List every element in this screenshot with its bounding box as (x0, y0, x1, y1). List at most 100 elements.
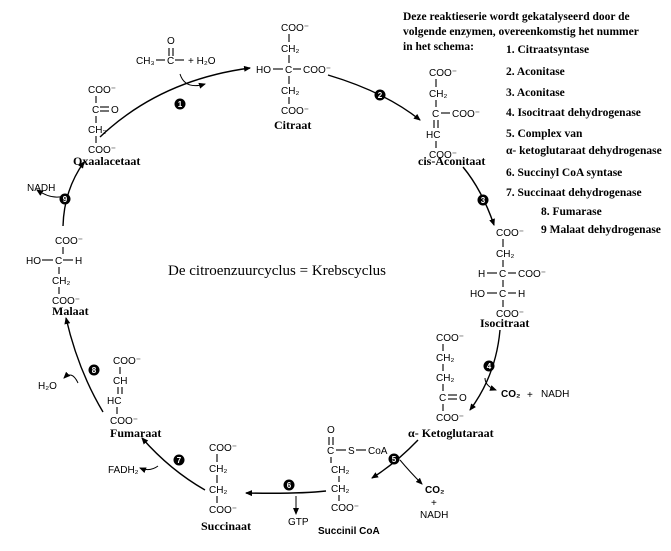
step-badge-6 (283, 479, 295, 491)
group-ch2: CH₂ (209, 485, 227, 496)
atom-h: H (478, 269, 485, 280)
step-badge-3 (477, 194, 489, 206)
step-badge-2 (374, 89, 386, 101)
legend-enzyme-5: 5. Complex van (506, 128, 583, 140)
cofactor-nadh-5: NADH (420, 510, 448, 521)
group-coo: COO⁻ (52, 296, 80, 307)
enzyme-legend: Deze reaktieserie wordt gekatalyseerd do… (403, 11, 662, 236)
group-coo: COO⁻ (281, 106, 309, 117)
cofactor-gtp-6: GTP (288, 517, 309, 528)
atom-c: C (285, 65, 292, 76)
group-hc: HC (426, 130, 440, 141)
diagram-title: De citroenzuurcyclus = Krebscyclus (168, 263, 386, 279)
group-ch2: CH₂ (331, 484, 349, 495)
legend-enzyme-9: 9 Malaat dehydrogenase (541, 224, 661, 236)
atom-c: C (55, 256, 62, 267)
group-ch2: CH₂ (281, 44, 299, 55)
legend-enzyme-5b: α- ketoglutaraat dehydrogenase (506, 145, 662, 157)
succinaat-structure: COO⁻ CH₂ CH₂ COO⁻ Succinaat (201, 443, 251, 533)
step-number-6: 6 (287, 481, 292, 490)
group-coo: COO⁻ (496, 228, 524, 239)
step-number-5: 5 (392, 455, 397, 464)
group-coo: COO⁻ (113, 356, 141, 367)
legend-enzyme-1: 1. Citraatsyntase (506, 44, 589, 56)
cofactor-h2o-8: H₂O (38, 381, 57, 392)
compound-label-ketoglutaraat: α- Ketoglutaraat (408, 426, 494, 440)
cofactor-co2-5: CO₂ (425, 485, 444, 496)
step-number-8: 8 (92, 366, 97, 375)
succinyl-coa-structure: O C S CoA CH₂ CH₂ COO⁻ Succinil CoA (318, 425, 388, 537)
compound-label-isocitraat: Isocitraat (480, 316, 529, 330)
group-ch2: CH₂ (331, 465, 349, 476)
atom-h: H (518, 289, 525, 300)
cofactor-plus-5: + (431, 498, 437, 509)
oxaalacetaat-structure: COO⁻ C O CH₂ COO⁻ Oxaalacetaat (73, 85, 140, 168)
legend-intro-line: Deze reaktieserie wordt gekatalyseerd do… (403, 11, 630, 23)
compound-label-succinyl-coa: Succinil CoA (318, 526, 380, 537)
atom-o: O (111, 105, 119, 116)
group-coo: COO⁻ (436, 413, 464, 424)
cofactor-nadh-9: NADH (27, 183, 55, 194)
group-coo: COO⁻ (496, 309, 524, 320)
step-number-9: 9 (63, 195, 68, 204)
step-badge-1 (174, 98, 186, 110)
co2-output-arrow-5 (399, 459, 423, 485)
group-coo: COO⁻ (88, 85, 116, 96)
atom-o: O (167, 36, 175, 47)
group-coo: COO⁻ (209, 443, 237, 454)
group-ch2: CH₂ (52, 276, 70, 287)
atom-c: C (499, 269, 506, 280)
cycle-arrow-1 (99, 65, 251, 138)
atom-s: S (348, 446, 355, 457)
group-coo: COO⁻ (55, 236, 83, 247)
group-coa: CoA (368, 446, 388, 457)
legend-enzyme-8: 8. Fumarase (541, 206, 602, 218)
step5-products: CO₂ + NADH (420, 485, 448, 521)
group-ch3: CH₃ (136, 56, 155, 67)
compound-label-fumaraat: Fumaraat (110, 426, 161, 440)
step-number-3: 3 (481, 196, 486, 205)
group-ch2: CH₂ (429, 89, 447, 100)
cofactor-co2-4: CO₂ (501, 389, 520, 400)
step-badges: 1 2 3 4 5 6 7 8 9 (59, 89, 495, 491)
atom-c: C (439, 393, 446, 404)
compound-label-cis-aconitaat: cis-Aconitaat (418, 154, 485, 168)
step-number-4: 4 (487, 362, 492, 371)
group-coo: COO⁻ (436, 333, 464, 344)
cis-aconitaat-structure: COO⁻ CH₂ C COO⁻ HC COO⁻ cis-Aconitaat (418, 68, 485, 168)
compound-label-succinaat: Succinaat (201, 519, 251, 533)
group-ch: CH (113, 376, 127, 387)
step-number-7: 7 (177, 456, 182, 465)
cycle-arrow-6 (245, 490, 327, 497)
group-ch2: CH₂ (281, 86, 299, 97)
atom-o: O (459, 393, 467, 404)
step-badge-8 (88, 364, 100, 376)
compound-label-malaat: Malaat (52, 304, 89, 318)
group-coo: COO⁻ (452, 109, 480, 120)
atom-c: C (167, 56, 174, 67)
group-ch2: CH₂ (496, 249, 514, 260)
group-ch2: CH₂ (88, 125, 106, 136)
co2-output-arrow-4 (484, 377, 497, 391)
isocitraat-structure: COO⁻ CH₂ H C COO⁻ HO C H COO⁻ Isocitraat (470, 228, 546, 330)
group-ch2: CH₂ (436, 353, 454, 364)
cycle-arrow-4 (469, 329, 501, 411)
atom-c: C (92, 105, 99, 116)
atom-c: C (432, 109, 439, 120)
group-ch2: CH₂ (436, 373, 454, 384)
cycle-arrow-8 (64, 317, 104, 413)
group-hc: HC (107, 396, 121, 407)
group-coo: COO⁻ (110, 416, 138, 427)
group-coo: COO⁻ (331, 503, 359, 514)
step-badge-4 (483, 360, 495, 372)
atom-c: C (327, 446, 334, 457)
legend-enzyme-2: 2. Aconitase (506, 66, 565, 78)
step-number-2: 2 (378, 91, 383, 100)
step-badge-5 (388, 453, 400, 465)
cofactor-nadh-4: NADH (541, 389, 569, 400)
malaat-structure: COO⁻ HO C H CH₂ COO⁻ Malaat (26, 236, 89, 318)
citraat-structure: COO⁻ CH₂ HO C COO⁻ CH₂ COO⁻ Citraat (256, 23, 331, 132)
compound-label-citraat: Citraat (274, 118, 311, 132)
group-ch2: CH₂ (209, 464, 227, 475)
step-number-1: 1 (178, 100, 183, 109)
